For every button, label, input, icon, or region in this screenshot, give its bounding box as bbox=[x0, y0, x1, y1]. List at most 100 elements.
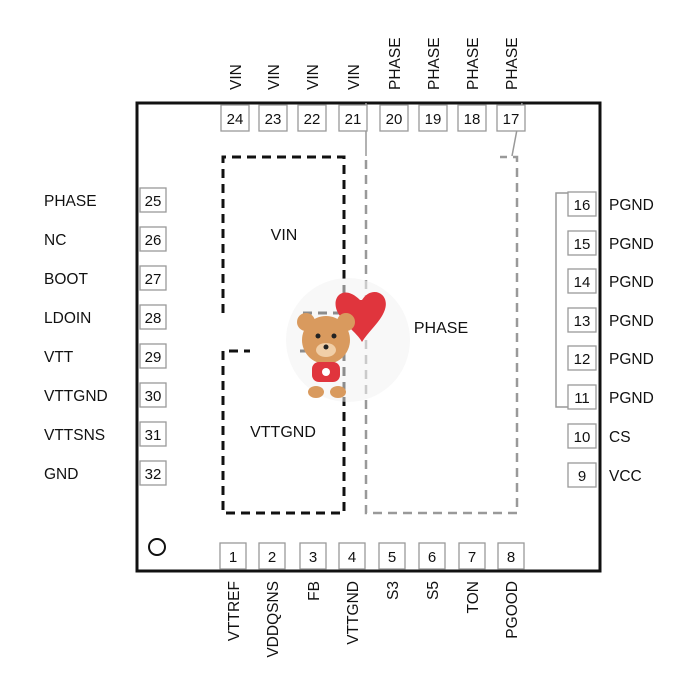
pin-21-pad bbox=[338, 104, 368, 132]
pin-26-label: NC bbox=[44, 232, 66, 249]
pin-32-label: GND bbox=[44, 466, 78, 483]
pin-28-number: 28 bbox=[145, 310, 162, 327]
pin-18-label: PHASE bbox=[465, 37, 482, 90]
pin-4-number: 4 bbox=[348, 549, 356, 566]
pin-21-number: 21 bbox=[345, 111, 362, 128]
pin-1-number: 1 bbox=[229, 549, 237, 566]
pin-5-pad bbox=[378, 542, 406, 570]
pin-28-label: LDOIN bbox=[44, 310, 91, 327]
pin-22-number: 22 bbox=[304, 111, 321, 128]
pin-25-label: PHASE bbox=[44, 193, 97, 210]
pin-32-number: 32 bbox=[145, 466, 162, 483]
pin-12-label: PGND bbox=[609, 351, 654, 368]
pin-9-pad bbox=[567, 462, 597, 488]
pin-16-pad bbox=[567, 191, 597, 217]
pin-7-pad bbox=[458, 542, 486, 570]
vin-pad-label: VIN bbox=[271, 227, 298, 244]
pin-24-pad bbox=[220, 104, 250, 132]
pin-8-label: PGOOD bbox=[504, 581, 521, 639]
pin-3-pad bbox=[299, 542, 327, 570]
teddy-bear-heart-icon bbox=[286, 278, 410, 402]
pin-11-number: 11 bbox=[574, 390, 590, 407]
pin-4-label: VTTGND bbox=[345, 581, 362, 645]
pin-9-label: VCC bbox=[609, 468, 642, 485]
pin-31-pad bbox=[139, 421, 167, 447]
pin-29-label: VTT bbox=[44, 349, 74, 366]
pin-17-number: 17 bbox=[503, 111, 520, 128]
pin-27-pad bbox=[139, 265, 167, 291]
pin-30-pad bbox=[139, 382, 167, 408]
pin-23-pad bbox=[258, 104, 288, 132]
pin-30-label: VTTGND bbox=[44, 388, 108, 405]
pin-8-number: 8 bbox=[507, 549, 515, 566]
pin-18-number: 18 bbox=[464, 111, 481, 128]
pin-24-number: 24 bbox=[227, 111, 244, 128]
vttgnd-pad-label: VTTGND bbox=[250, 424, 316, 441]
pin-26-number: 26 bbox=[145, 232, 162, 249]
pin-25-pad bbox=[139, 187, 167, 213]
pin-2-number: 2 bbox=[268, 549, 276, 566]
pin-6-label: S5 bbox=[425, 581, 442, 600]
pin-31-label: VTTSNS bbox=[44, 427, 105, 444]
pin-26-pad bbox=[139, 226, 167, 252]
pin-18-pad bbox=[457, 104, 487, 132]
pin-28-pad bbox=[139, 304, 167, 330]
pin-19-label: PHASE bbox=[426, 37, 443, 90]
pin-13-number: 13 bbox=[574, 313, 591, 330]
pin-11-label: PGND bbox=[609, 390, 654, 407]
pin-7-label: TON bbox=[465, 581, 482, 613]
pin-27-number: 27 bbox=[145, 271, 162, 288]
pin-8-pad bbox=[497, 542, 525, 570]
pin-22-pad bbox=[297, 104, 327, 132]
pin-29-pad bbox=[139, 343, 167, 369]
pin-3-label: FB bbox=[306, 581, 323, 601]
vin-pad-outline bbox=[221, 155, 346, 315]
pin-2-label: VDDQSNS bbox=[265, 581, 282, 658]
circle-icon bbox=[148, 538, 166, 556]
pin-12-number: 12 bbox=[574, 351, 591, 368]
pin-20-label: PHASE bbox=[387, 37, 404, 90]
pin-17-label: PHASE bbox=[504, 37, 521, 90]
pin-19-pad bbox=[418, 104, 448, 132]
pin-32-pad bbox=[139, 460, 167, 486]
pin-4-pad bbox=[338, 542, 366, 570]
pin-13-label: PGND bbox=[609, 313, 654, 330]
pin-14-pad bbox=[567, 268, 597, 294]
pin-6-pad bbox=[418, 542, 446, 570]
pin-23-label: VIN bbox=[266, 64, 283, 90]
pin-30-number: 30 bbox=[145, 388, 162, 405]
pin-11-pad bbox=[567, 384, 597, 410]
pin-12-pad bbox=[567, 345, 597, 371]
pin-15-number: 15 bbox=[574, 236, 591, 253]
pin-19-number: 19 bbox=[425, 111, 442, 128]
pin-7-number: 7 bbox=[468, 549, 476, 566]
pin-1-pad bbox=[219, 542, 247, 570]
pin-27-label: BOOT bbox=[44, 271, 88, 288]
phase-pad-outline bbox=[364, 155, 519, 515]
pin-31-number: 31 bbox=[145, 427, 162, 444]
pin-15-pad bbox=[567, 230, 597, 256]
pin-17-pad bbox=[496, 104, 526, 132]
pin-23-number: 23 bbox=[265, 111, 282, 128]
pin-29-number: 29 bbox=[145, 349, 162, 366]
pin-14-number: 14 bbox=[574, 274, 591, 291]
pin-15-label: PGND bbox=[609, 236, 654, 253]
pin-6-number: 6 bbox=[428, 549, 436, 566]
pin-10-number: 10 bbox=[574, 429, 591, 446]
pin-22-label: VIN bbox=[305, 64, 322, 90]
pin-16-number: 16 bbox=[574, 197, 591, 214]
pin-24-label: VIN bbox=[228, 64, 245, 90]
pin-14-label: PGND bbox=[609, 274, 654, 291]
pin-3-number: 3 bbox=[309, 549, 317, 566]
phase-pad-label: PHASE bbox=[414, 320, 468, 337]
pin-16-label: PGND bbox=[609, 197, 654, 214]
pin-10-label: CS bbox=[609, 429, 631, 446]
pin-5-number: 5 bbox=[388, 549, 396, 566]
pin-20-pad bbox=[379, 104, 409, 132]
pin-5-label: S3 bbox=[385, 581, 402, 600]
pin-25-number: 25 bbox=[145, 193, 162, 210]
pin-20-number: 20 bbox=[386, 111, 403, 128]
pin-10-pad bbox=[567, 423, 597, 449]
pin-21-label: VIN bbox=[346, 64, 363, 90]
